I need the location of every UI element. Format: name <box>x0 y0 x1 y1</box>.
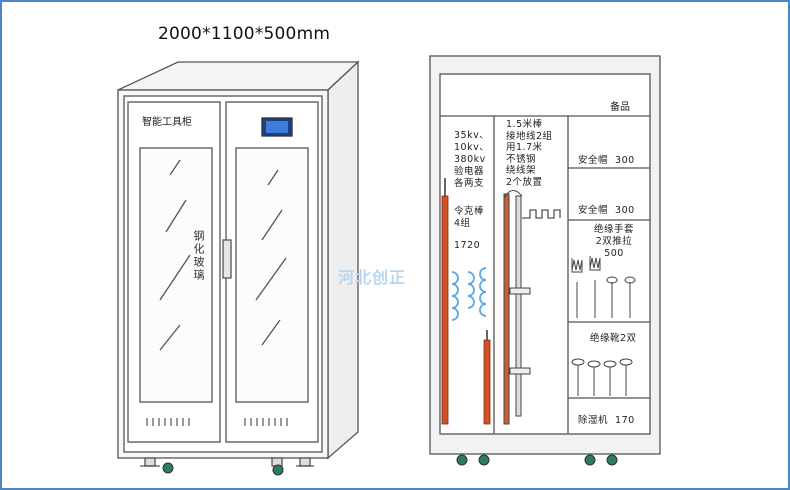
dehumidifier-label: 除湿机 170 <box>578 415 635 426</box>
ground-wire-rods <box>503 190 531 425</box>
glass-label: 钢化玻璃 <box>192 230 205 282</box>
open-cabinet <box>429 55 661 455</box>
voltage-tester-note: 35kv、 10kv、 380kv 验电器 各两支 <box>454 130 490 189</box>
front-casters <box>140 462 314 476</box>
gloves-label: 绝缘手套 2双推拉 500 <box>594 224 635 259</box>
gloves-rack <box>571 256 636 318</box>
ground-wire-note: 1.5米棒 接地线2组 用1.7米 不锈钢 绕线架 2个放置 <box>506 119 553 188</box>
wire-coils <box>451 267 487 321</box>
helmet-label-2: 安全帽 300 <box>578 205 635 216</box>
open-casters <box>456 454 618 466</box>
boots-rack <box>571 358 633 396</box>
front-vents <box>146 418 288 426</box>
helmet-label-1: 安全帽 300 <box>578 155 635 166</box>
drop-out-stick-label: 令克棒 4组 <box>454 206 485 229</box>
spare-parts-label: 备品 <box>610 102 630 113</box>
cabinet-title: 智能工具柜 <box>142 117 192 128</box>
stick-length-label: 1720 <box>454 240 481 251</box>
front-cabinet <box>117 60 360 467</box>
orange-sticks <box>441 178 491 425</box>
watermark: 河北创正 <box>338 268 407 287</box>
boots-label: 绝缘靴2双 <box>590 333 637 344</box>
dimensions-label: 2000*1100*500mm <box>158 24 331 44</box>
